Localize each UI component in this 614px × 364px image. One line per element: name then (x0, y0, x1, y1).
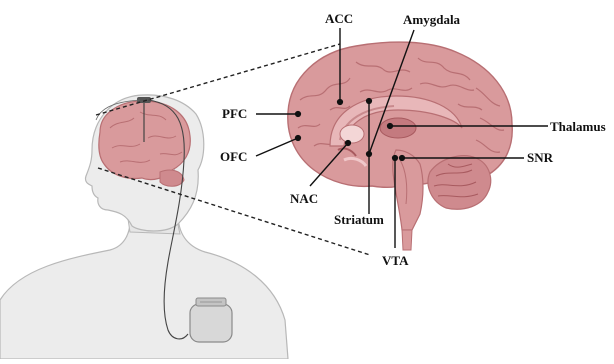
ipg-body (190, 304, 232, 342)
thalamus-region (380, 118, 416, 138)
implanted-pulse-generator-icon (190, 298, 232, 342)
label-amygdala: Amygdala (403, 13, 460, 26)
label-nac: NAC (290, 192, 318, 205)
label-vta: VTA (382, 254, 408, 267)
label-snr: SNR (527, 151, 553, 164)
label-ofc: OFC (220, 150, 247, 163)
spinal-cord (402, 230, 412, 250)
ofc-leader (256, 138, 298, 156)
label-thalamus: Thalamus (550, 120, 606, 133)
label-pfc: PFC (222, 107, 247, 120)
sagittal-brain (288, 42, 512, 250)
brainstem (393, 150, 423, 230)
striatum-region (340, 125, 364, 143)
torso (0, 212, 288, 359)
label-striatum: Striatum (334, 213, 384, 226)
label-acc: ACC (325, 12, 353, 25)
cerebellum (428, 156, 491, 210)
